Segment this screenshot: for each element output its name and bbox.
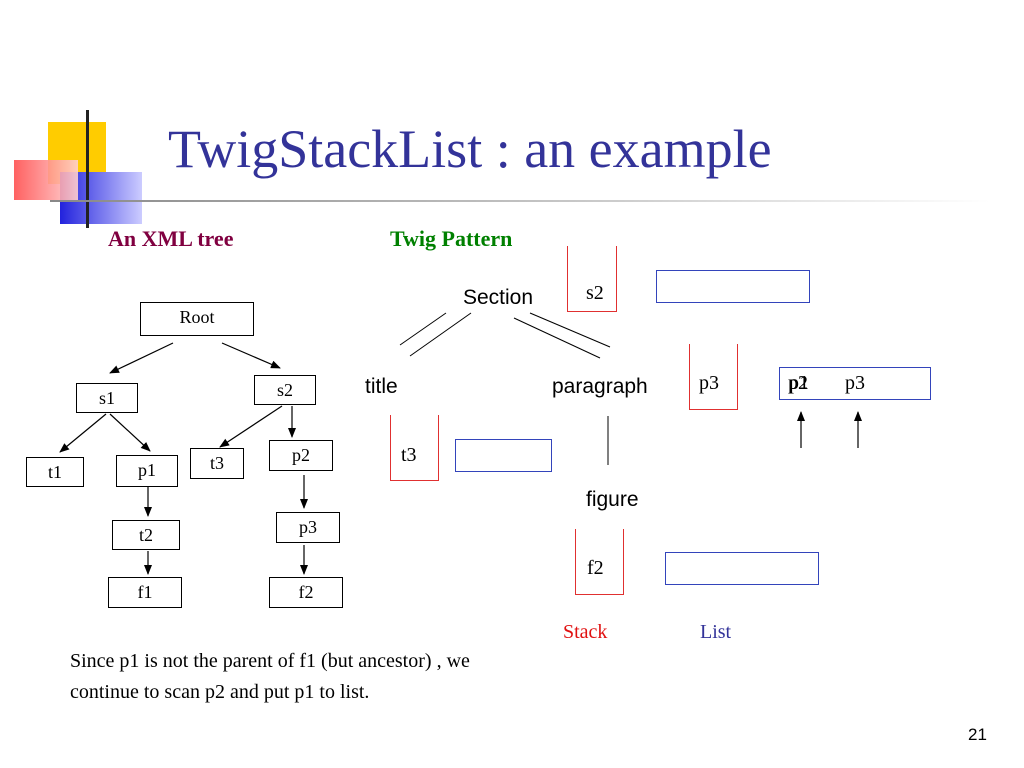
- legend-stack: Stack: [563, 621, 608, 643]
- list-paragraph-item-p1: p1: [789, 372, 809, 394]
- xml-node-p1: p1: [116, 455, 178, 487]
- stack-title: [390, 415, 439, 481]
- twig-node-section: Section: [463, 286, 534, 309]
- list-title: [455, 439, 552, 472]
- legend-list: List: [700, 621, 732, 643]
- xml-tree-heading: An XML tree: [108, 226, 234, 251]
- list-paragraph-item-p3: p3: [845, 372, 865, 394]
- xml-node-p2: p2: [269, 440, 333, 471]
- xml-node-f2: f2: [269, 577, 343, 608]
- vertical-rule: [86, 110, 89, 228]
- list-paragraph-item-p2: p2: [788, 372, 808, 394]
- slide-title: TwigStackList : an example: [168, 119, 772, 179]
- xml-node-s1: s1: [76, 383, 138, 413]
- twig-edge-section-title-a: [399, 312, 447, 346]
- xml-node-t2: t2: [112, 520, 180, 550]
- xml-node-t1: t1: [26, 457, 84, 487]
- xml-node-s2: s2: [254, 375, 316, 405]
- xml-node-root: Root: [140, 302, 254, 336]
- edge-s1-p1: [109, 413, 151, 452]
- horizontal-rule: [50, 200, 990, 202]
- edge-root-s1: [109, 342, 174, 374]
- stack-paragraph: [689, 344, 738, 410]
- caption-text: Since p1 is not the parent of f1 (but an…: [70, 650, 470, 703]
- twig-pattern-heading: Twig Pattern: [390, 226, 513, 251]
- stack-figure-item: f2: [587, 557, 604, 579]
- xml-node-p3: p3: [276, 512, 340, 543]
- list-figure: [665, 552, 819, 585]
- list-paragraph: [779, 367, 931, 400]
- list-section: [656, 270, 810, 303]
- corner-decoration: [14, 110, 990, 228]
- xml-node-t3: t3: [190, 448, 244, 479]
- twig-edge-section-paragraph-b: [529, 312, 611, 348]
- twig-node-figure: figure: [586, 488, 639, 511]
- twig-edge-section-title-b: [409, 312, 472, 357]
- stack-section: [567, 246, 617, 312]
- stack-section-item: s2: [586, 282, 604, 304]
- edge-s2-t3: [219, 405, 283, 448]
- twig-edge-section-paragraph-a: [513, 317, 601, 359]
- xml-node-f1: f1: [108, 577, 182, 608]
- stack-paragraph-item: p3: [699, 372, 719, 394]
- stack-title-item: t3: [401, 444, 417, 466]
- red-square: [14, 160, 78, 200]
- stack-figure: [575, 529, 624, 595]
- edge-root-s2: [221, 342, 281, 369]
- twig-node-title: title: [365, 375, 398, 398]
- twig-node-paragraph: paragraph: [552, 375, 648, 398]
- page-number: 21: [968, 725, 987, 744]
- edge-s1-t1: [59, 413, 107, 453]
